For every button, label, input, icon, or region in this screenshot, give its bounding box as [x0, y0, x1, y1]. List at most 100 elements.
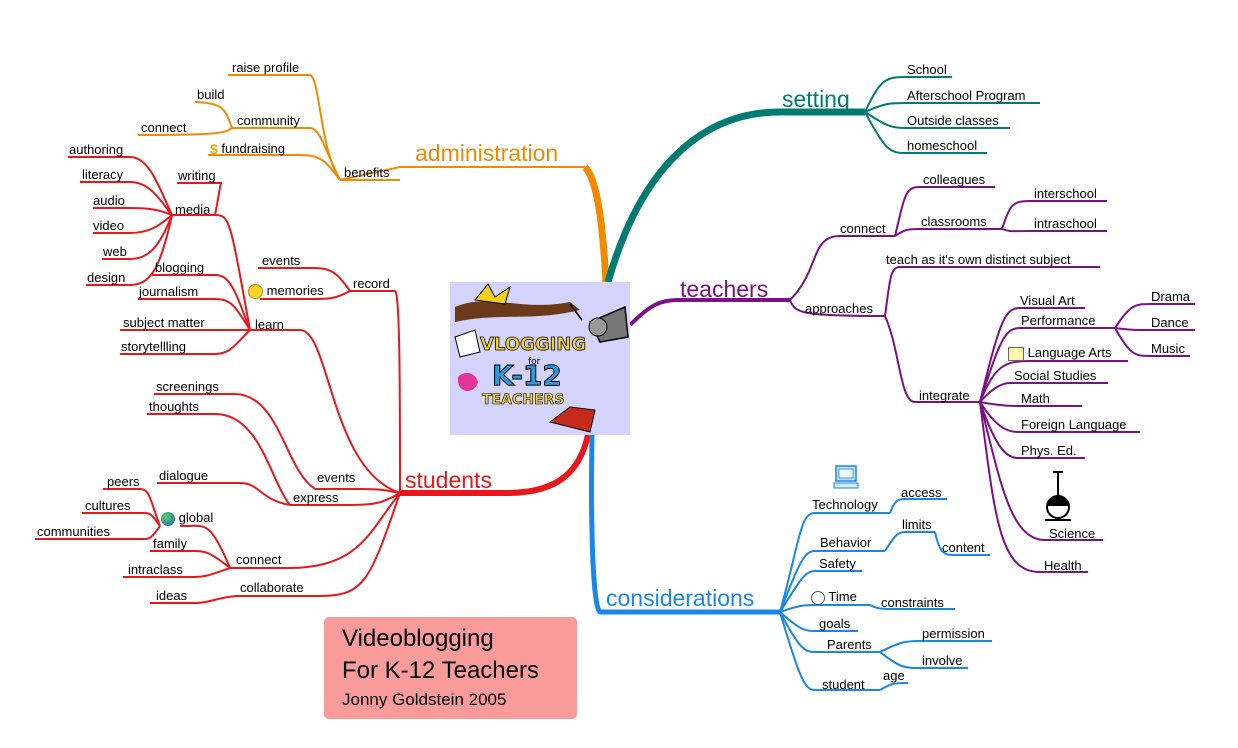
legend-credit: Jonny Goldstein 2005 [342, 690, 507, 709]
node-science[interactable]: Science [1049, 526, 1096, 541]
node-global[interactable]: global [161, 510, 213, 526]
node-approaches[interactable]: approaches [805, 301, 873, 316]
node-interschool[interactable]: interschool [1034, 186, 1097, 201]
node-family[interactable]: family [153, 536, 187, 551]
administration-lines [137, 74, 585, 181]
node-limits[interactable]: limits [902, 517, 932, 532]
node-outside-classes[interactable]: Outside classes [907, 113, 999, 128]
node-fundraising-label: fundraising [221, 141, 286, 156]
logo-text-k12: K-12 [492, 359, 562, 392]
node-behavior[interactable]: Behavior [820, 535, 872, 550]
node-memories-label: memories [266, 283, 324, 298]
node-colleagues[interactable]: colleagues [923, 172, 986, 187]
branch-considerations[interactable]: considerations [606, 585, 755, 611]
node-raise-profile[interactable]: raise profile [232, 60, 300, 75]
node-health[interactable]: Health [1044, 558, 1082, 573]
node-age[interactable]: age [883, 668, 905, 683]
node-intraclass[interactable]: intraclass [128, 562, 183, 577]
node-writing[interactable]: writing [178, 168, 216, 183]
node-safety[interactable]: Safety [819, 556, 856, 571]
node-cultures[interactable]: cultures [85, 498, 131, 513]
node-foreign-language[interactable]: Foreign Language [1021, 417, 1127, 432]
node-memories[interactable]: memories [248, 283, 324, 300]
node-students-connect[interactable]: connect [236, 552, 282, 567]
node-ideas[interactable]: ideas [156, 588, 188, 603]
node-collaborate[interactable]: collaborate [240, 580, 304, 595]
notepad-icon [1008, 346, 1024, 361]
node-language-arts[interactable]: Language Arts [1008, 345, 1111, 361]
legend-title-line1: Videoblogging [342, 625, 494, 652]
node-distinct-subject[interactable]: teach as it's own distinct subject [886, 252, 1071, 267]
branch-setting-connector [604, 108, 865, 283]
node-communities[interactable]: communities [37, 524, 110, 539]
node-express[interactable]: express [293, 490, 339, 505]
node-teachers-connect[interactable]: connect [840, 221, 886, 236]
node-music[interactable]: Music [1151, 341, 1185, 356]
node-media[interactable]: media [175, 202, 211, 217]
node-visual-art[interactable]: Visual Art [1020, 293, 1075, 308]
branch-students[interactable]: students [405, 467, 492, 493]
node-time[interactable]: Time [811, 589, 857, 605]
node-student[interactable]: student [822, 677, 865, 692]
node-parents[interactable]: Parents [827, 637, 872, 652]
branch-administration[interactable]: administration [415, 140, 559, 166]
node-school[interactable]: School [907, 62, 947, 77]
node-technology[interactable]: Technology [812, 497, 878, 512]
node-fundraising[interactable]: $ fundraising [210, 141, 285, 157]
legend-title-line2: For K-12 Teachers [342, 657, 539, 684]
node-performance[interactable]: Performance [1021, 313, 1096, 328]
node-phys-ed[interactable]: Phys. Ed. [1021, 443, 1077, 458]
node-screenings[interactable]: screenings [156, 379, 219, 394]
node-involve[interactable]: involve [922, 653, 963, 668]
computer-icon [833, 465, 859, 489]
node-thoughts[interactable]: thoughts [149, 399, 199, 414]
node-express-events[interactable]: events [317, 470, 356, 485]
node-literacy[interactable]: literacy [82, 167, 124, 182]
node-classrooms[interactable]: classrooms [921, 214, 987, 229]
branch-considerations-connector [589, 434, 780, 615]
node-homeschool[interactable]: homeschool [907, 138, 978, 153]
globe-icon [161, 511, 175, 526]
node-build[interactable]: build [197, 87, 225, 102]
node-goals[interactable]: goals [819, 616, 851, 631]
logo-text-for: for [528, 357, 541, 367]
branch-administration-connector [582, 164, 610, 283]
node-content[interactable]: content [942, 540, 985, 555]
node-audio[interactable]: audio [93, 193, 125, 208]
branch-setting[interactable]: setting [782, 86, 850, 112]
node-blogging[interactable]: blogging [155, 260, 205, 275]
node-video[interactable]: video [93, 218, 125, 233]
title-legend-box: Videoblogging For K-12 Teachers Jonny Go… [324, 617, 577, 719]
node-language-arts-label: Language Arts [1027, 345, 1112, 360]
node-dance[interactable]: Dance [1151, 315, 1189, 330]
node-learn[interactable]: learn [255, 317, 284, 332]
dollar-icon: $ [210, 141, 218, 158]
node-admin-connect[interactable]: connect [141, 120, 187, 135]
node-storytelling[interactable]: storytellling [121, 339, 187, 354]
node-constraints[interactable]: constraints [881, 595, 944, 610]
node-dialogue[interactable]: dialogue [159, 468, 209, 483]
node-social-studies[interactable]: Social Studies [1014, 368, 1097, 383]
node-math[interactable]: Math [1021, 391, 1050, 406]
node-afterschool-program[interactable]: Afterschool Program [907, 88, 1026, 103]
node-journalism[interactable]: journalism [139, 284, 199, 299]
node-authoring[interactable]: authoring [69, 142, 124, 157]
node-peers[interactable]: peers [107, 474, 140, 489]
branch-teachers[interactable]: teachers [680, 276, 769, 302]
alarm-clock-icon [811, 590, 825, 605]
node-integrate[interactable]: integrate [919, 388, 970, 403]
node-drama[interactable]: Drama [1151, 289, 1191, 304]
node-design[interactable]: design [87, 270, 126, 285]
node-permission[interactable]: permission [922, 626, 985, 641]
node-global-label: global [178, 510, 214, 525]
node-web[interactable]: web [103, 244, 127, 259]
node-community[interactable]: community [237, 113, 300, 128]
node-access[interactable]: access [901, 485, 942, 500]
node-benefits[interactable]: benefits [344, 165, 390, 180]
node-subject-matter[interactable]: subject matter [123, 315, 205, 330]
node-intraschool[interactable]: intraschool [1034, 216, 1097, 231]
node-record[interactable]: record [353, 276, 390, 291]
node-time-label: Time [828, 589, 857, 604]
node-record-events[interactable]: events [262, 253, 301, 268]
